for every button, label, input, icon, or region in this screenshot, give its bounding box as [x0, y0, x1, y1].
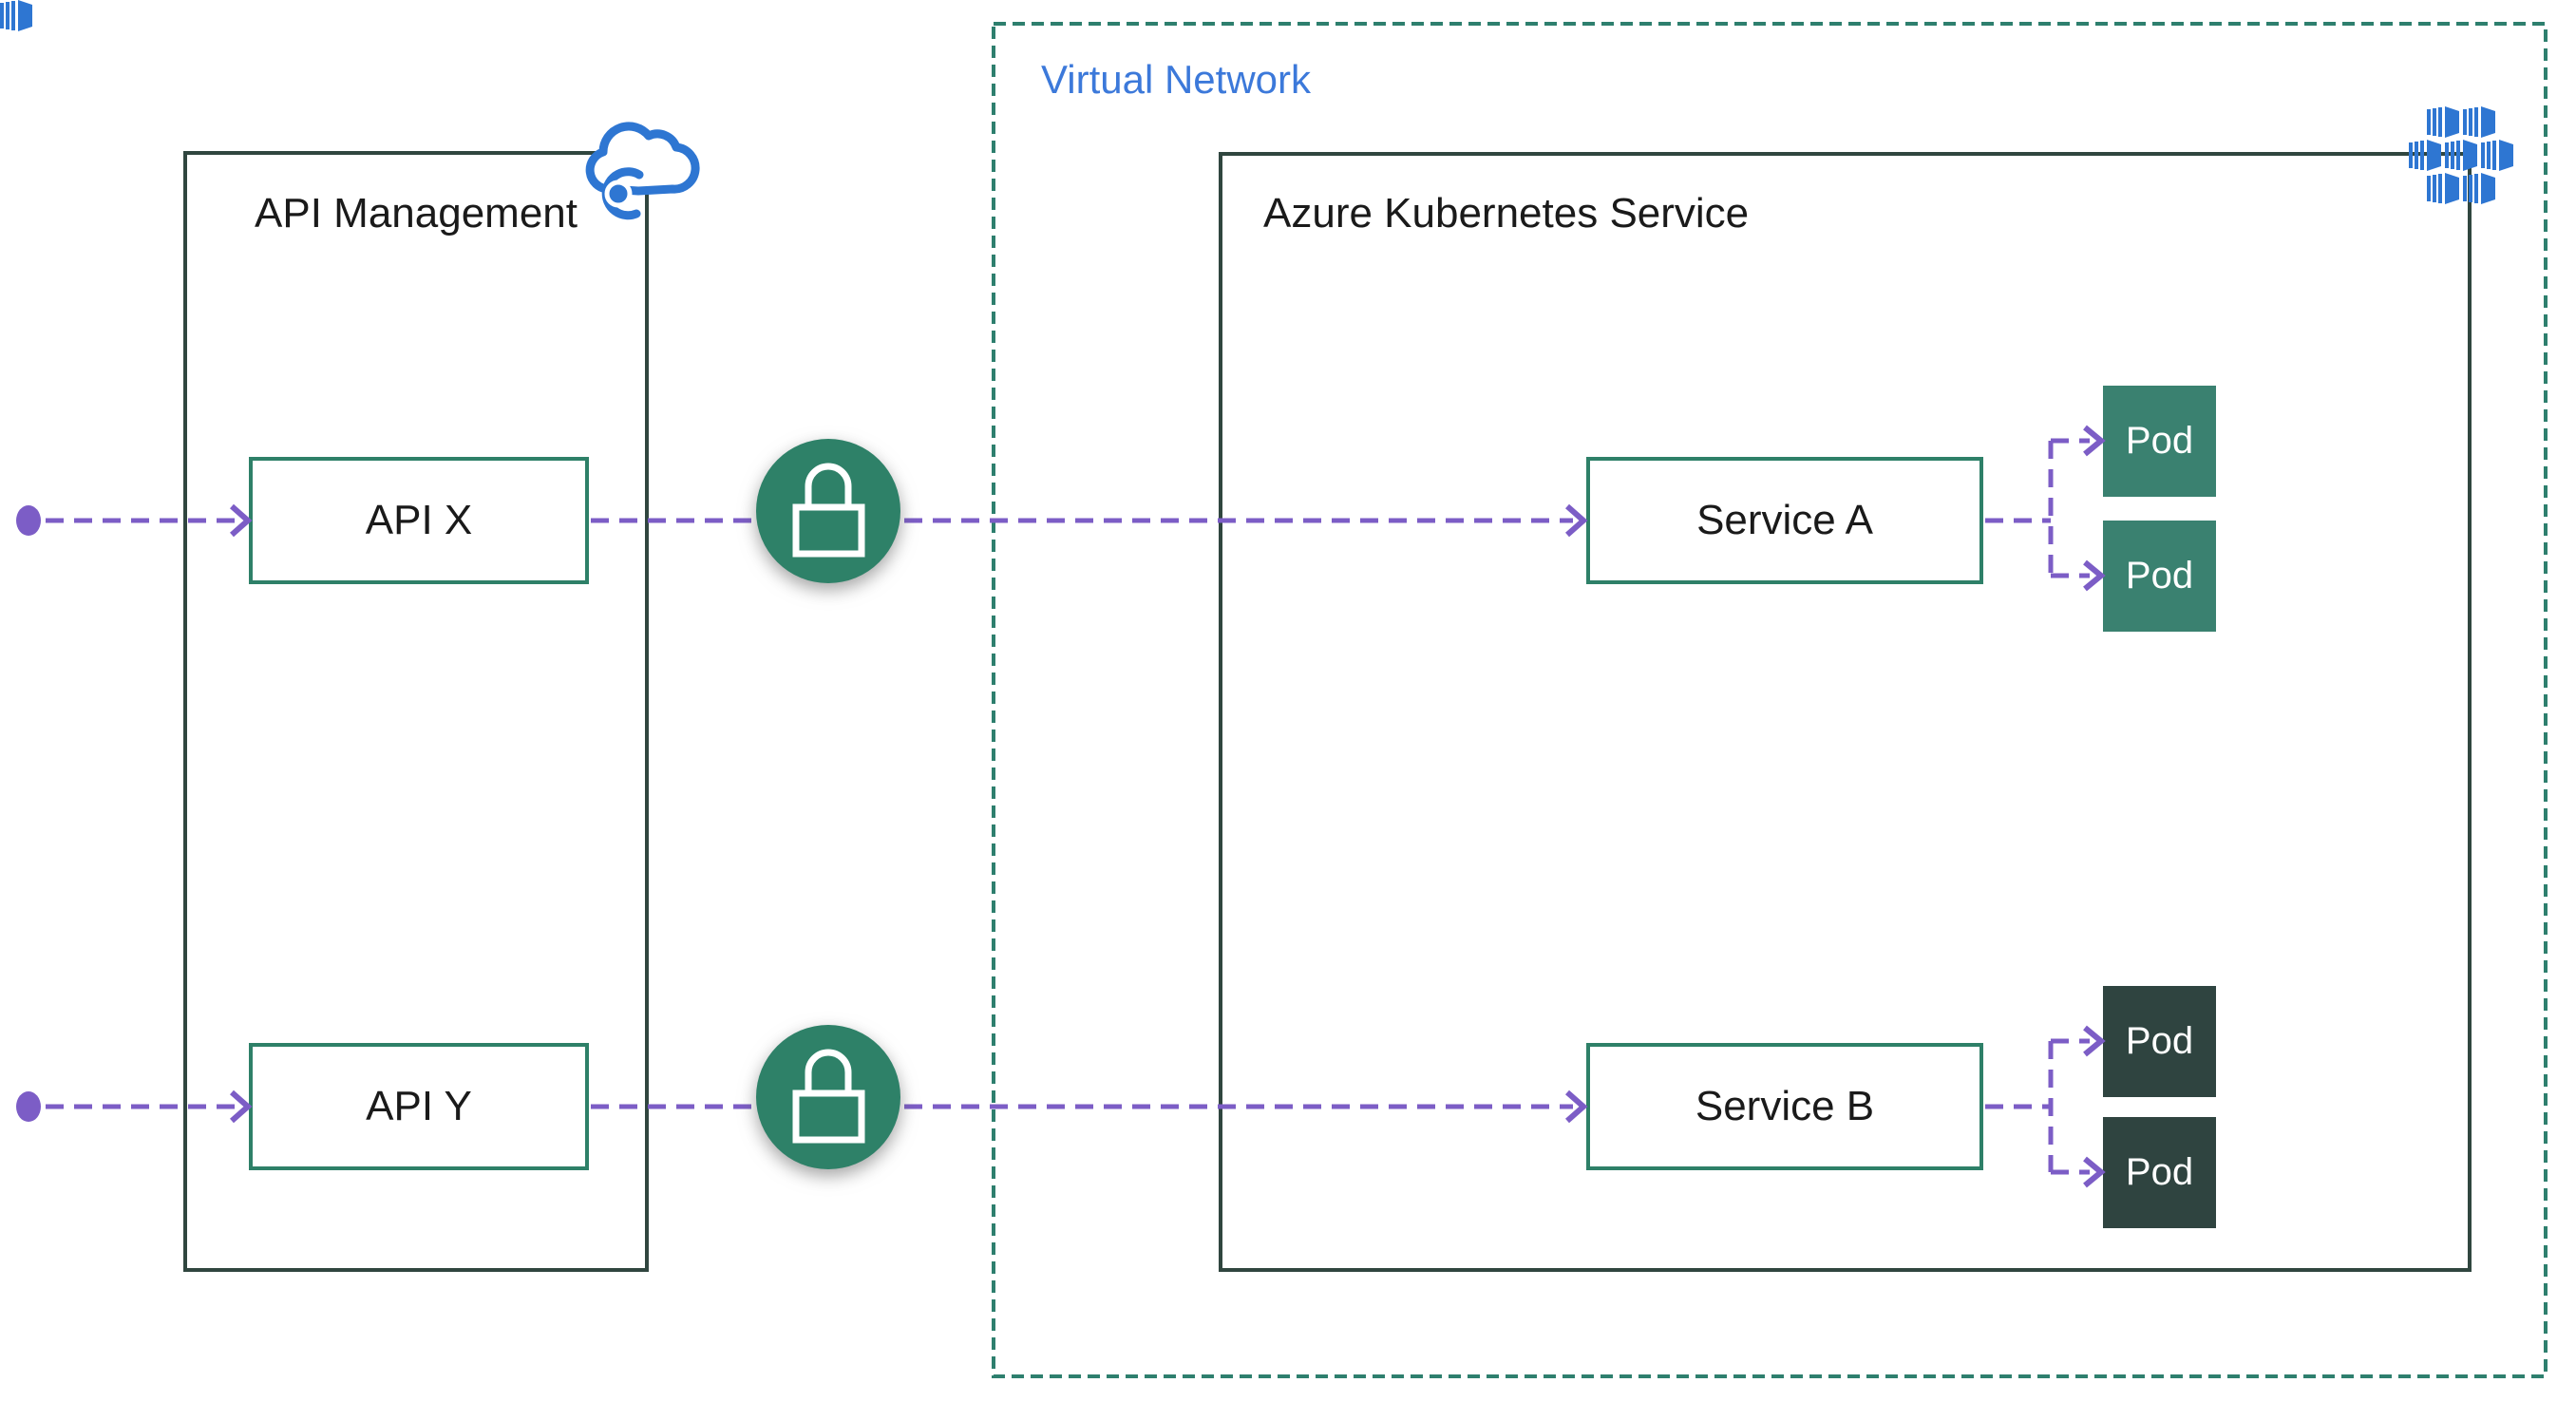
api-y-label: API Y — [366, 1083, 472, 1129]
service-a-pod-2: Pod — [2103, 521, 2216, 632]
service-b-label: Service B — [1695, 1083, 1875, 1129]
service-b-pod-1: Pod — [2103, 986, 2216, 1097]
api-management-title: API Management — [255, 190, 578, 237]
pod-label: Pod — [2125, 1020, 2194, 1062]
api-management-box — [183, 151, 649, 1272]
aks-title: Azure Kubernetes Service — [1263, 190, 1750, 237]
lock-icon — [756, 439, 900, 583]
service-b-box: Service B — [1586, 1043, 1983, 1170]
pod-label: Pod — [2125, 555, 2194, 597]
pod-label: Pod — [2125, 1151, 2194, 1193]
lock-icon — [756, 1025, 900, 1169]
client-endpoint-dot — [16, 1091, 41, 1122]
api-x-box: API X — [249, 457, 589, 584]
api-y-box: API Y — [249, 1043, 589, 1170]
api-x-label: API X — [365, 497, 473, 543]
client-endpoint-dot — [16, 505, 41, 536]
service-a-box: Service A — [1586, 457, 1983, 584]
service-a-pod-1: Pod — [2103, 386, 2216, 497]
service-b-pod-2: Pod — [2103, 1117, 2216, 1228]
pod-label: Pod — [2125, 420, 2194, 462]
service-a-label: Service A — [1696, 497, 1873, 543]
virtual-network-label: Virtual Network — [1041, 57, 1311, 102]
